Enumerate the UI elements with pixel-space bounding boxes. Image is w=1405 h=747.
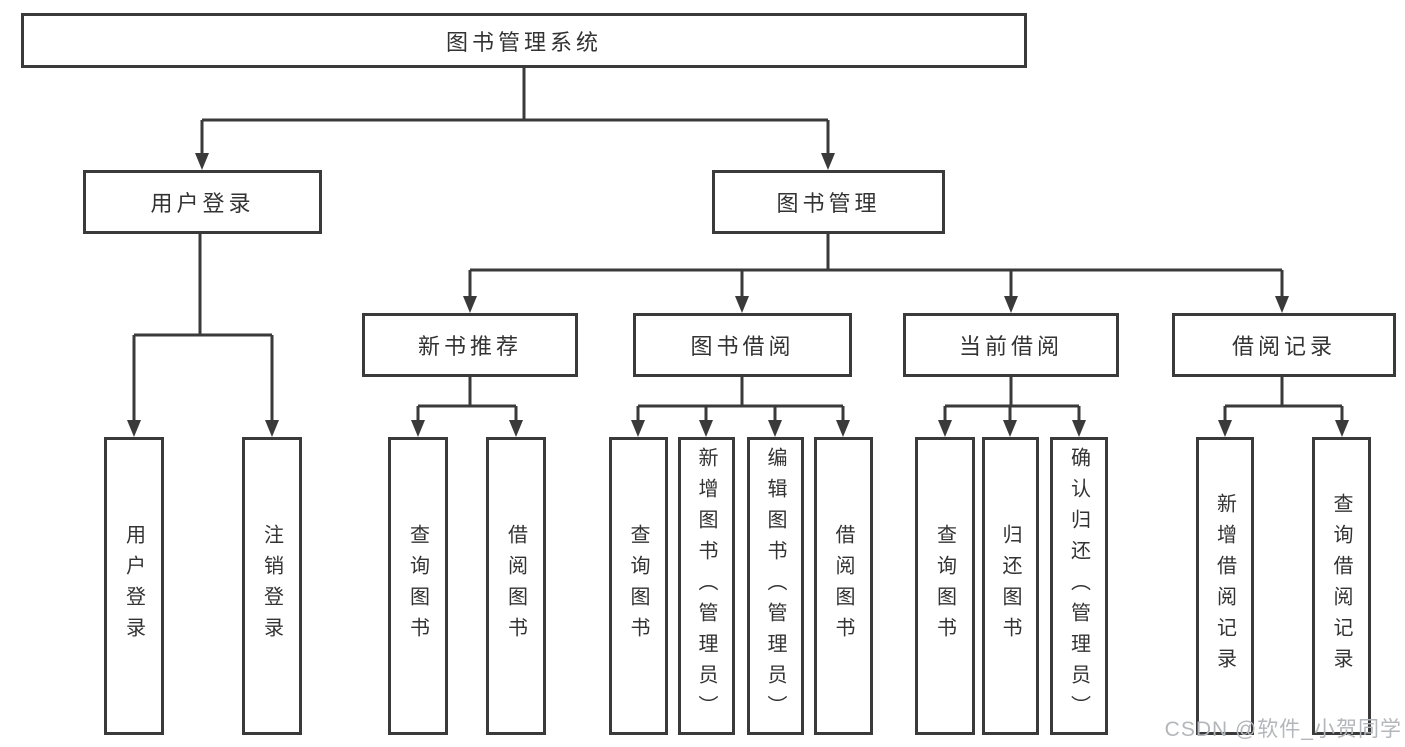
leaf-label: 新增图书（管理员） [695, 446, 717, 726]
connector-book-management-children [463, 234, 1289, 313]
connector-book-borrowing-children [631, 377, 850, 437]
leaf-label: 确认归还（管理员） [1067, 446, 1090, 726]
leaf-label: 编辑图书（管理员） [764, 446, 786, 726]
node-current-borrowing: 当前借阅 [903, 313, 1119, 377]
node-borrowing-records: 借阅记录 [1172, 313, 1396, 377]
node-new-book-recommendation: 新书推荐 [362, 313, 578, 377]
node-label: 借阅记录 [1231, 334, 1336, 359]
leaf-query-borrow-record: 查询借阅记录 [1312, 437, 1371, 735]
leaf-confirm-return-admin: 确认归还（管理员） [1050, 437, 1108, 735]
leaf-label: 用户登录 [122, 524, 145, 648]
leaf-return-books: 归还图书 [982, 437, 1039, 735]
leaf-label: 归还图书 [999, 524, 1021, 648]
leaf-label: 新增借阅记录 [1213, 493, 1236, 679]
node-book-borrowing: 图书借阅 [633, 313, 852, 377]
leaf-borrow-books-borrowing: 借阅图书 [814, 437, 873, 735]
node-label: 新书推荐 [417, 334, 522, 359]
connector-root-to-level2 [195, 68, 835, 170]
leaf-add-books-admin: 新增图书（管理员） [678, 437, 735, 735]
connector-borrowing-records-children [1218, 377, 1349, 437]
leaf-label: 查询图书 [406, 524, 429, 648]
node-label: 图书管理 [776, 191, 881, 216]
watermark-csdn: CSDN @软件_小贺同学 [1164, 718, 1402, 741]
node-library-management-system: 图书管理系统 [21, 13, 1027, 68]
leaf-label: 查询图书 [933, 524, 956, 648]
leaf-query-books-recommend: 查询图书 [388, 437, 448, 735]
connector-new-book-recommendation-children [411, 377, 523, 437]
leaf-label: 查询图书 [627, 524, 649, 648]
connector-current-borrowing-children [938, 377, 1086, 437]
leaf-user-login: 用户登录 [104, 437, 164, 735]
node-label: 图书管理系统 [445, 29, 602, 55]
leaf-add-borrow-record: 新增借阅记录 [1196, 437, 1254, 735]
node-label: 当前借阅 [958, 334, 1063, 359]
leaf-query-books-current: 查询图书 [915, 437, 975, 735]
leaf-edit-books-admin: 编辑图书（管理员） [747, 437, 804, 735]
node-book-management: 图书管理 [712, 170, 945, 234]
connector-user-login-children [127, 234, 279, 437]
leaf-label: 注销登录 [260, 524, 283, 648]
leaf-query-books-borrowing: 查询图书 [609, 437, 668, 735]
leaf-label: 借阅图书 [832, 524, 854, 648]
leaf-logout-login: 注销登录 [242, 437, 302, 735]
leaf-label: 借阅图书 [504, 524, 527, 648]
node-user-login: 用户登录 [83, 170, 322, 234]
leaf-borrow-books-recommend: 借阅图书 [486, 437, 546, 735]
node-label: 图书借阅 [690, 334, 795, 359]
leaf-label: 查询借阅记录 [1330, 493, 1352, 679]
node-label: 用户登录 [150, 191, 255, 216]
